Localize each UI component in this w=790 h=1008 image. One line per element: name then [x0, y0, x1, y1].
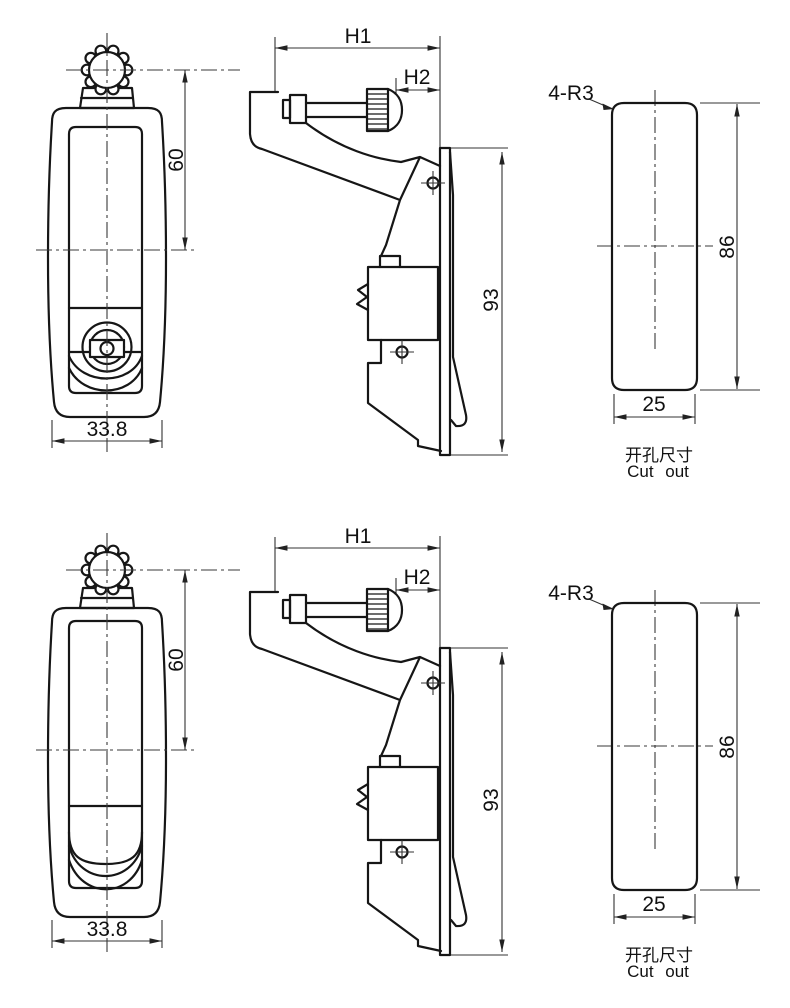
- cutout-caption-zh: 开孔尺寸: [625, 946, 693, 965]
- dim-label-height-93: 93: [480, 288, 503, 311]
- key-lock-cylinder: [81, 321, 133, 373]
- dim-label-height-93: 93: [480, 788, 503, 811]
- dim-label-h1: H1: [345, 25, 372, 48]
- dim-label-height-60: 60: [165, 648, 188, 671]
- dim-label-h1: H1: [345, 525, 372, 548]
- front-view-lockable: [36, 33, 240, 452]
- cutout-caption-en: Cut out: [627, 462, 689, 481]
- dim-label-h2: H2: [404, 66, 431, 89]
- row-lockable-latch: 60 33.8 H1 H2 93 4-R3 86 25 开孔尺寸 Cut out: [36, 25, 760, 481]
- cutout-caption-zh: 开孔尺寸: [625, 446, 693, 465]
- dim-label-width-33-8: 33.8: [87, 918, 128, 941]
- dim-label-width-25: 25: [642, 893, 665, 916]
- dim-label-corner-4r3: 4-R3: [548, 82, 594, 105]
- dim-label-width-33-8: 33.8: [87, 418, 128, 441]
- dim-label-width-25: 25: [642, 393, 665, 416]
- cutout-caption-en: Cut out: [627, 962, 689, 981]
- dim-label-height-86: 86: [716, 735, 739, 758]
- dim-label-height-86: 86: [716, 235, 739, 258]
- side-view: [250, 536, 508, 955]
- dim-label-corner-4r3: 4-R3: [548, 582, 594, 605]
- dim-label-h2: H2: [404, 566, 431, 589]
- side-view: [250, 36, 508, 455]
- row-nonlockable-latch: 60 33.8 H1 H2 93 4-R3 86 25 开孔尺寸 Cut out: [36, 525, 760, 981]
- dim-label-height-60: 60: [165, 148, 188, 171]
- front-view-nonlockable: [36, 533, 240, 952]
